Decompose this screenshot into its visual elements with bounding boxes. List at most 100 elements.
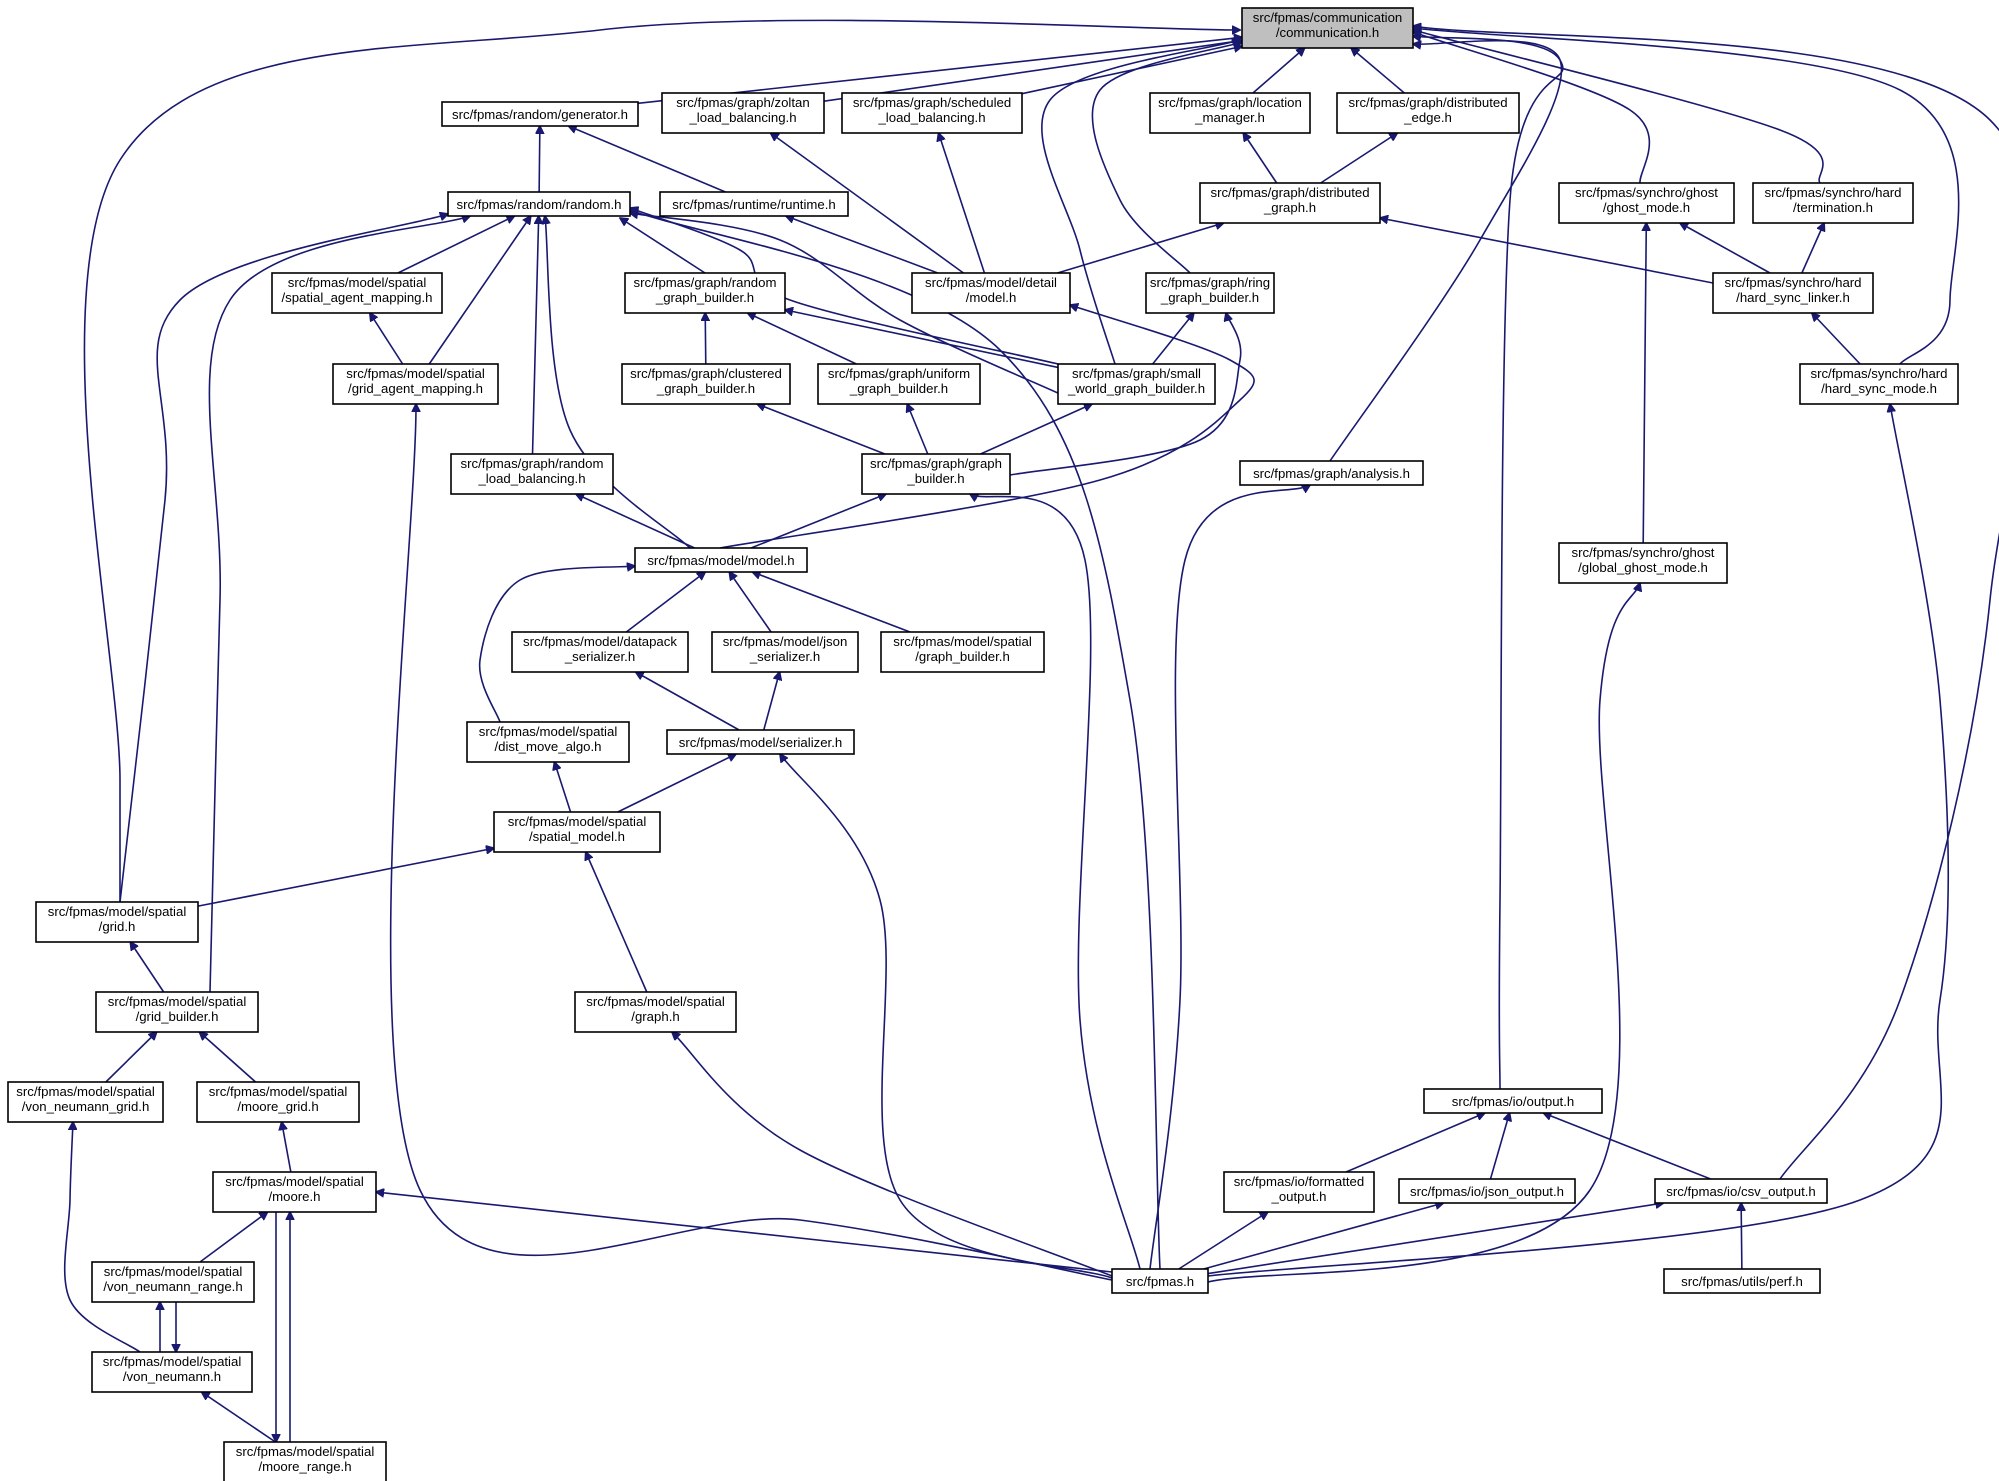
node-label: _serializer.h <box>564 649 635 664</box>
edge-detailmodel-to-distgraph <box>1057 223 1223 274</box>
node-label: src/fpmas/graph/clustered <box>630 366 782 381</box>
node-hardmode[interactable]: src/fpmas/synchro/hard/hard_sync_mode.h <box>1799 363 1959 405</box>
node-box <box>621 363 791 405</box>
edge-vn-to-vngrid <box>63 1122 141 1353</box>
node-distmove[interactable]: src/fpmas/model/spatial/dist_move_algo.h <box>466 721 630 763</box>
node-gridbuilder[interactable]: src/fpmas/model/spatial/grid_builder.h <box>95 991 259 1033</box>
node-label: /spatial_agent_mapping.h <box>281 290 432 305</box>
node-vn[interactable]: src/fpmas/model/spatial/von_neumann.h <box>91 1351 253 1393</box>
node-rgb[interactable]: src/fpmas/graph/random_graph_builder.h <box>624 272 786 314</box>
node-runtime[interactable]: src/fpmas/runtime/runtime.h <box>659 191 849 217</box>
node-model[interactable]: src/fpmas/model/model.h <box>634 547 808 573</box>
edge-spgb-to-model <box>753 572 911 633</box>
node-gam[interactable]: src/fpmas/model/spatial/grid_agent_mappi… <box>332 363 499 405</box>
edge-distedge-to-comm <box>1351 48 1405 94</box>
node-label: src/fpmas/io/csv_output.h <box>1666 1184 1816 1199</box>
node-box <box>880 631 1045 673</box>
node-gbuilder[interactable]: src/fpmas/graph/graph_builder.h <box>861 453 1011 495</box>
node-smallworld[interactable]: src/fpmas/graph/small_world_graph_builde… <box>1057 363 1216 405</box>
edge-grid-to-spatialmodel <box>197 848 494 907</box>
node-fpmas[interactable]: src/fpmas.h <box>1111 1268 1209 1294</box>
node-scheduled[interactable]: src/fpmas/graph/scheduled_load_balancing… <box>841 92 1023 134</box>
node-label: src/fpmas.h <box>1126 1274 1194 1289</box>
node-label: src/fpmas/model/spatial <box>209 1084 348 1099</box>
node-label: src/fpmas/synchro/hard <box>1724 275 1861 290</box>
node-mooregrid[interactable]: src/fpmas/model/spatial/moore_grid.h <box>196 1081 360 1123</box>
node-label: src/fpmas/synchro/hard <box>1764 185 1901 200</box>
node-jsonout[interactable]: src/fpmas/io/json_output.h <box>1398 1178 1576 1204</box>
node-sam[interactable]: src/fpmas/model/spatial/spatial_agent_ma… <box>271 272 443 314</box>
node-label: /grid_builder.h <box>136 1009 219 1024</box>
node-rlb[interactable]: src/fpmas/graph/random_load_balancing.h <box>450 453 614 495</box>
node-box <box>574 991 737 1033</box>
node-jsonser[interactable]: src/fpmas/model/json_serializer.h <box>711 631 859 673</box>
node-label: /moore_range.h <box>258 1459 351 1474</box>
node-vngrid[interactable]: src/fpmas/model/spatial/von_neumann_grid… <box>7 1081 164 1123</box>
node-spgraph[interactable]: src/fpmas/model/spatial/graph.h <box>574 991 737 1033</box>
node-spatialmodel[interactable]: src/fpmas/model/spatial/spatial_model.h <box>493 811 661 853</box>
node-random[interactable]: src/fpmas/random/random.h <box>447 191 631 217</box>
node-label: src/fpmas/graph/zoltan <box>676 95 809 110</box>
edge-hardmode-to-comm <box>1413 28 1960 365</box>
node-detailmodel[interactable]: src/fpmas/model/detail/model.h <box>911 272 1071 314</box>
node-moore[interactable]: src/fpmas/model/spatial/moore.h <box>212 1171 377 1213</box>
node-box <box>1336 92 1520 134</box>
node-location[interactable]: src/fpmas/graph/location_manager.h <box>1149 92 1311 134</box>
node-box <box>1223 1171 1375 1213</box>
node-perf[interactable]: src/fpmas/utils/perf.h <box>1663 1268 1821 1294</box>
node-termination[interactable]: src/fpmas/synchro/hard/termination.h <box>1752 182 1914 224</box>
node-ghostmode[interactable]: src/fpmas/synchro/ghost/ghost_mode.h <box>1558 182 1735 224</box>
node-box <box>634 547 808 573</box>
node-label: src/fpmas/model/datapack <box>523 634 677 649</box>
node-clustered[interactable]: src/fpmas/graph/clustered_graph_builder.… <box>621 363 791 405</box>
node-box <box>711 631 859 673</box>
node-distgraph[interactable]: src/fpmas/graph/distributed_graph.h <box>1199 182 1381 224</box>
node-output[interactable]: src/fpmas/io/output.h <box>1423 1088 1603 1114</box>
node-ring[interactable]: src/fpmas/graph/ring_graph_builder.h <box>1145 272 1275 314</box>
node-box <box>1057 363 1216 405</box>
node-box <box>841 92 1023 134</box>
node-label: src/fpmas/graph/scheduled <box>853 95 1011 110</box>
node-label: src/fpmas/model/detail <box>925 275 1057 290</box>
node-label: /grid_agent_mapping.h <box>348 381 483 396</box>
node-label: _graph_builder.h <box>849 381 948 396</box>
node-label: src/fpmas/model/spatial <box>48 904 187 919</box>
node-label: /hard_sync_mode.h <box>1821 381 1937 396</box>
node-label: src/fpmas/graph/distributed <box>1210 185 1369 200</box>
node-label: _edge.h <box>1403 110 1452 125</box>
node-label: src/fpmas/model/spatial <box>346 366 485 381</box>
edge-serializer-to-datapack <box>636 672 740 731</box>
node-csv[interactable]: src/fpmas/io/csv_output.h <box>1654 1178 1828 1204</box>
edge-model-to-gbuilder <box>750 494 886 549</box>
node-uniform[interactable]: src/fpmas/graph/uniform_graph_builder.h <box>817 363 981 405</box>
node-label: /termination.h <box>1793 200 1873 215</box>
node-box <box>1239 460 1424 486</box>
edge-output-to-comm <box>1413 36 1564 1090</box>
edge-grid-to-comm <box>83 19 1240 902</box>
edge-grid-to-random <box>119 214 448 903</box>
node-zoltan[interactable]: src/fpmas/graph/zoltan_load_balancing.h <box>661 92 825 134</box>
node-linker[interactable]: src/fpmas/synchro/hard/hard_sync_linker.… <box>1712 272 1874 314</box>
node-comm[interactable]: src/fpmas/communication/communication.h <box>1241 7 1414 49</box>
node-moorerange[interactable]: src/fpmas/model/spatial/moore_range.h <box>223 1441 387 1481</box>
node-box <box>91 1351 253 1393</box>
edge-smallworld-to-rgb <box>785 310 1059 369</box>
node-globalghost[interactable]: src/fpmas/synchro/ghost/global_ghost_mod… <box>1558 542 1728 584</box>
node-label: /dist_move_algo.h <box>494 739 601 754</box>
node-label: src/fpmas/graph/random <box>461 456 604 471</box>
node-analysis[interactable]: src/fpmas/graph/analysis.h <box>1239 460 1424 486</box>
edge-detailmodel-to-scheduled <box>939 133 986 274</box>
node-label: _graph_builder.h <box>655 290 754 305</box>
node-datapack[interactable]: src/fpmas/model/datapack_serializer.h <box>511 631 689 673</box>
node-vnrange[interactable]: src/fpmas/model/spatial/von_neumann_rang… <box>91 1261 255 1303</box>
node-spgb[interactable]: src/fpmas/model/spatial/graph_builder.h <box>880 631 1045 673</box>
node-label: _world_graph_builder.h <box>1067 381 1205 396</box>
node-serializer[interactable]: src/fpmas/model/serializer.h <box>666 729 855 755</box>
node-distedge[interactable]: src/fpmas/graph/distributed_edge.h <box>1336 92 1520 134</box>
edge-serializer-to-jsonser <box>762 672 780 731</box>
node-formatted[interactable]: src/fpmas/io/formatted_output.h <box>1223 1171 1375 1213</box>
node-grid[interactable]: src/fpmas/model/spatial/grid.h <box>35 901 199 943</box>
node-generator[interactable]: src/fpmas/random/generator.h <box>441 101 639 127</box>
node-box <box>1241 7 1414 49</box>
edge-detailmodel-to-runtime <box>786 216 939 274</box>
